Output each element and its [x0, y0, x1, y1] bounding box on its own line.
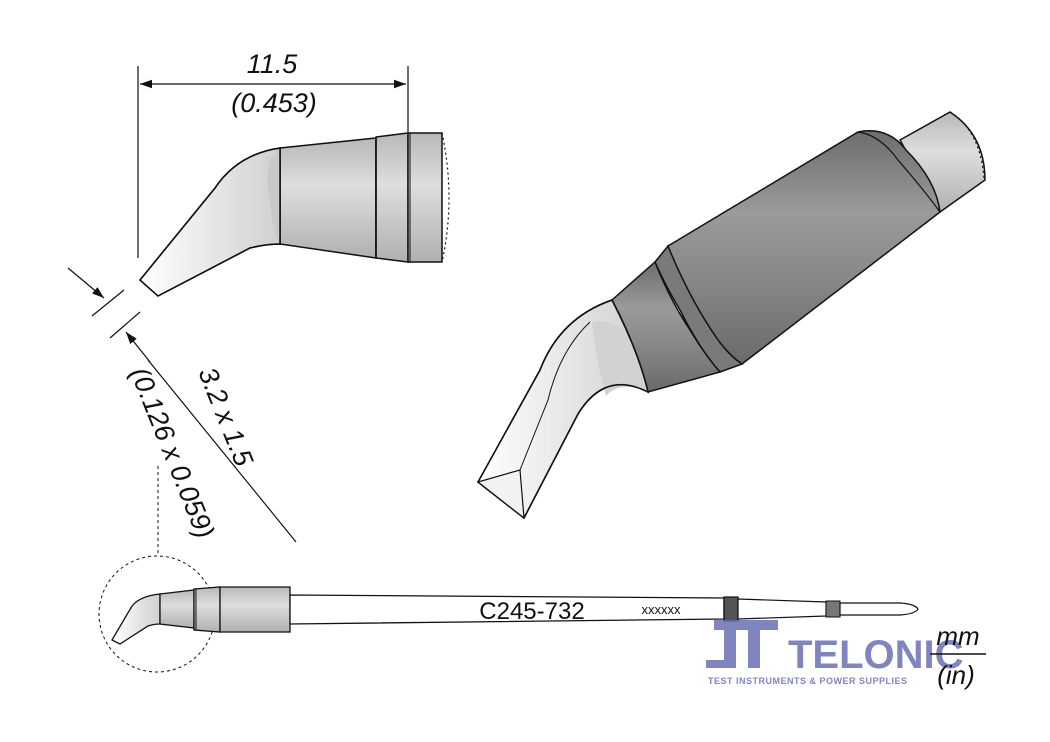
units-legend: mm (in) [930, 621, 986, 690]
unit-imperial: (in) [937, 660, 975, 690]
telonic-logo-icon [706, 620, 778, 668]
brand-tagline: TEST INSTRUMENTS & POWER SUPPLIES [708, 676, 908, 686]
tip-dimension: 3.2 x 1.5 (0.126 x 0.059) [67, 267, 297, 543]
length-mm: 11.5 [247, 49, 299, 79]
cartridge-full-view [98, 466, 919, 673]
tip-size-mm: 3.2 x 1.5 [192, 363, 259, 471]
cartridge-marking: xxxxxx [642, 602, 682, 617]
unit-metric: mm [936, 621, 979, 651]
brand-name: TELONIC [788, 633, 964, 677]
perspective-view-tip [476, 111, 986, 520]
length-in: (0.453) [231, 88, 317, 118]
length-dimension-label: 11.5 (0.453) [231, 49, 317, 118]
telonic-watermark: TELONIC TEST INSTRUMENTS & POWER SUPPLIE… [706, 620, 964, 686]
side-view-tip [137, 66, 450, 297]
cartridge-model-label: C245-732 [479, 598, 584, 625]
